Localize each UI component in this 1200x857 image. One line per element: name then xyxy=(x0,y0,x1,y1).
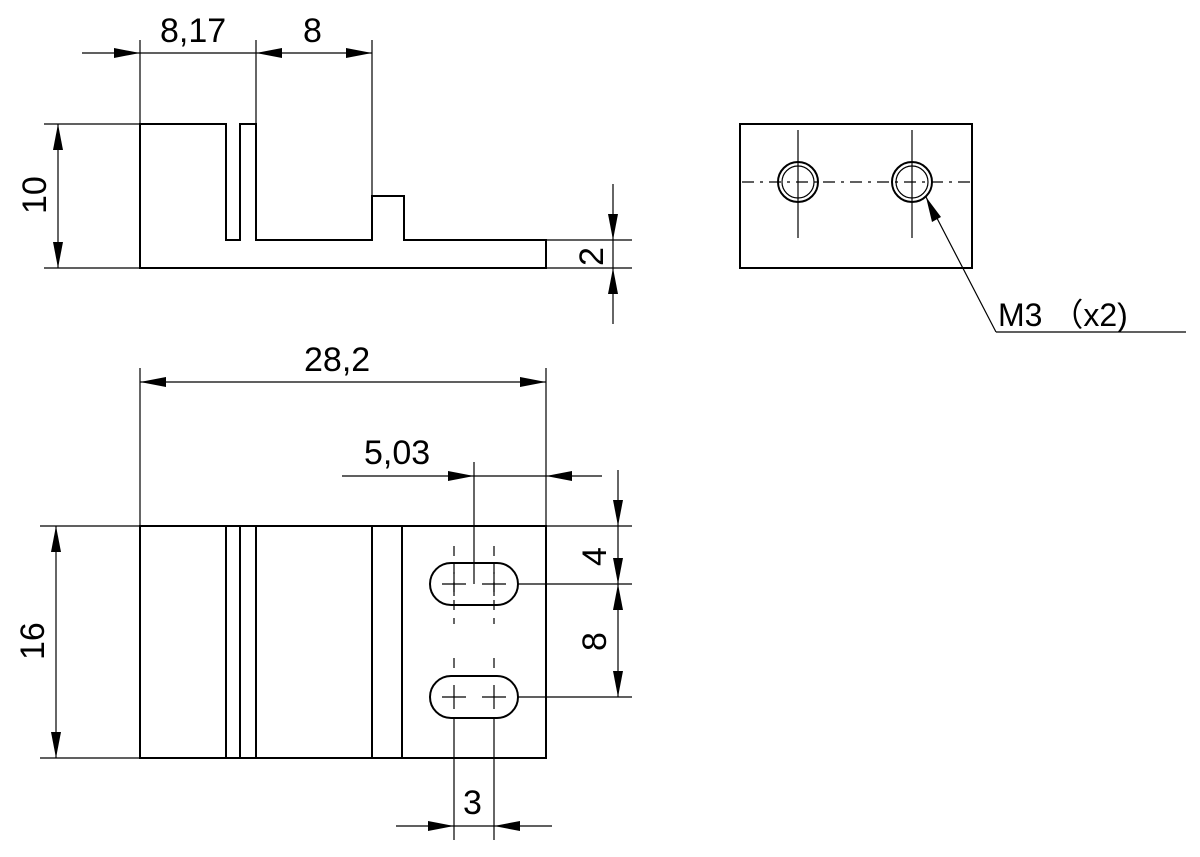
dim-4: 4 xyxy=(518,470,632,585)
top-view-outline xyxy=(139,525,547,759)
top-view: 28,2 5,03 4 8 xyxy=(14,341,632,840)
dim-16-label: 16 xyxy=(14,622,52,660)
dim-2-label: 2 xyxy=(573,247,611,266)
dim-16: 16 xyxy=(14,525,140,759)
dim-10-label: 10 xyxy=(16,176,54,214)
dim-8-lower: 8 xyxy=(518,584,632,698)
dim-28-2-label: 28,2 xyxy=(304,341,370,379)
thread-callout-label: M3 （x2) xyxy=(998,297,1128,333)
threaded-hole-2 xyxy=(891,130,933,238)
dim-3: 3 xyxy=(396,718,552,840)
threaded-hole-1 xyxy=(777,130,819,238)
dim-8-lower-label: 8 xyxy=(576,632,614,651)
dim-2: 2 xyxy=(546,184,632,324)
dim-5-03: 5,03 xyxy=(342,434,602,584)
dim-10: 10 xyxy=(16,123,140,269)
dim-4-label: 4 xyxy=(576,547,614,566)
thread-leader: M3 （x2) xyxy=(925,196,1186,333)
dim-3-label: 3 xyxy=(463,784,482,822)
dim-8-17-label: 8,17 xyxy=(160,12,226,50)
side-view: 8,17 8 10 2 xyxy=(16,12,632,324)
side-view-outline xyxy=(139,123,547,269)
end-view: M3 （x2) xyxy=(739,123,1186,333)
dim-8-top-label: 8 xyxy=(303,12,322,50)
dim-5-03-label: 5,03 xyxy=(364,434,430,472)
dim-8-17: 8,17 xyxy=(82,12,372,124)
end-view-outline xyxy=(739,123,973,269)
dim-8-top: 8 xyxy=(303,12,373,196)
dim-28-2: 28,2 xyxy=(139,341,547,526)
slot-2 xyxy=(429,658,519,719)
